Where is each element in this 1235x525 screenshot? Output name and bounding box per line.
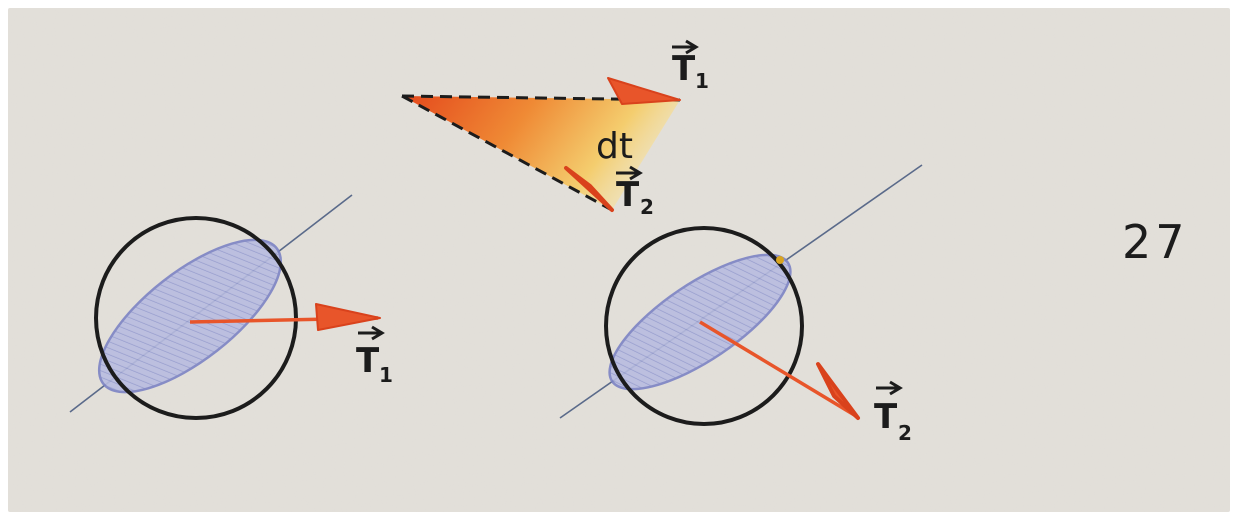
label-t1-top: T 1 [672, 39, 709, 93]
label-t2-right: T 2 [874, 380, 912, 445]
left-sphere-group [69, 194, 381, 420]
right-contact-point [776, 256, 784, 264]
right-vector-t2-shaft [699, 320, 857, 418]
left-vector-t1-arrowhead [315, 303, 381, 331]
right-vector-t2-arrowhead [816, 362, 860, 420]
label-t1-left: T 1 [356, 325, 393, 387]
right-sphere-outline [604, 226, 804, 426]
wedge-arrowhead-t2 [564, 166, 614, 212]
vector-letter-t1-top: T [672, 49, 696, 89]
page-number: 27 [1122, 215, 1189, 269]
dt-label: dt [596, 126, 633, 167]
subscript-t2-right: 2 [898, 421, 912, 445]
left-ellipse-plane [97, 238, 283, 394]
subscript-t1-left: 1 [379, 363, 393, 387]
right-sphere-group [559, 164, 923, 426]
vector-letter-t1-left: T [356, 341, 380, 381]
label-t2-top: T 2 [616, 165, 654, 219]
delta-wedge-group [401, 77, 681, 212]
wedge-edge-t2 [401, 94, 613, 212]
subscript-t1-top: 1 [695, 69, 709, 93]
vector-letter-t2-top: T [616, 175, 640, 215]
delta-wedge-fill [402, 96, 680, 210]
vector-letter-t2-right: T [874, 397, 898, 437]
wedge-arrowhead-t1 [607, 77, 681, 105]
subscript-t2-top: 2 [640, 195, 654, 219]
